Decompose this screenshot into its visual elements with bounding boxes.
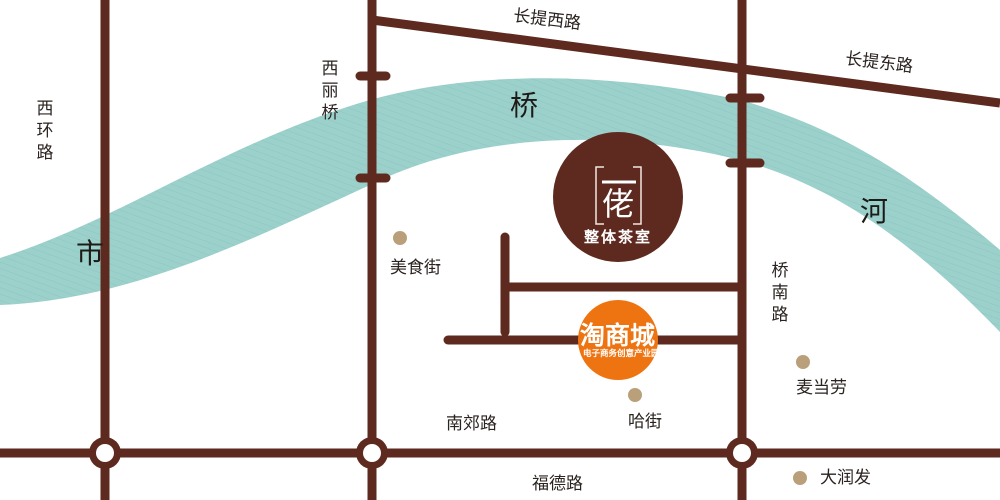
road-label-qiaonan: 桥南路 [771, 261, 789, 325]
river-label-he: 河 [860, 195, 889, 228]
mall-name: 淘商城 [580, 321, 656, 350]
teahouse-logo: 佬 [602, 185, 635, 223]
mall-subtitle: 电子商务创意产业园 [583, 349, 660, 359]
poi-darunfa: 大润发 [820, 468, 871, 488]
intersections [89, 437, 758, 469]
teahouse-bracket-right [633, 166, 642, 225]
poi-mcdonalds: 麦当劳 [796, 378, 847, 398]
teahouse-marker[interactable] [553, 132, 683, 262]
poi-dots [393, 231, 810, 485]
river [0, 78, 1000, 333]
road-label-fude: 福德路 [532, 474, 583, 494]
road-label-nanjiao: 南郊路 [446, 414, 497, 434]
road-label-west-ring: 西环路 [36, 99, 54, 163]
poi-food-street: 美食街 [390, 258, 441, 278]
teahouse-name: 整体茶室 [584, 228, 653, 246]
mall-marker[interactable] [578, 300, 658, 380]
changti-road [371, 15, 1000, 108]
river-label-shi: 市 [76, 237, 105, 270]
teahouse-bracket-left [595, 166, 604, 225]
road-label-xili-bridge: 西丽桥 [321, 59, 339, 123]
river-label-qiao: 桥 [510, 89, 539, 122]
poi-ha-street: 哈街 [628, 412, 662, 432]
